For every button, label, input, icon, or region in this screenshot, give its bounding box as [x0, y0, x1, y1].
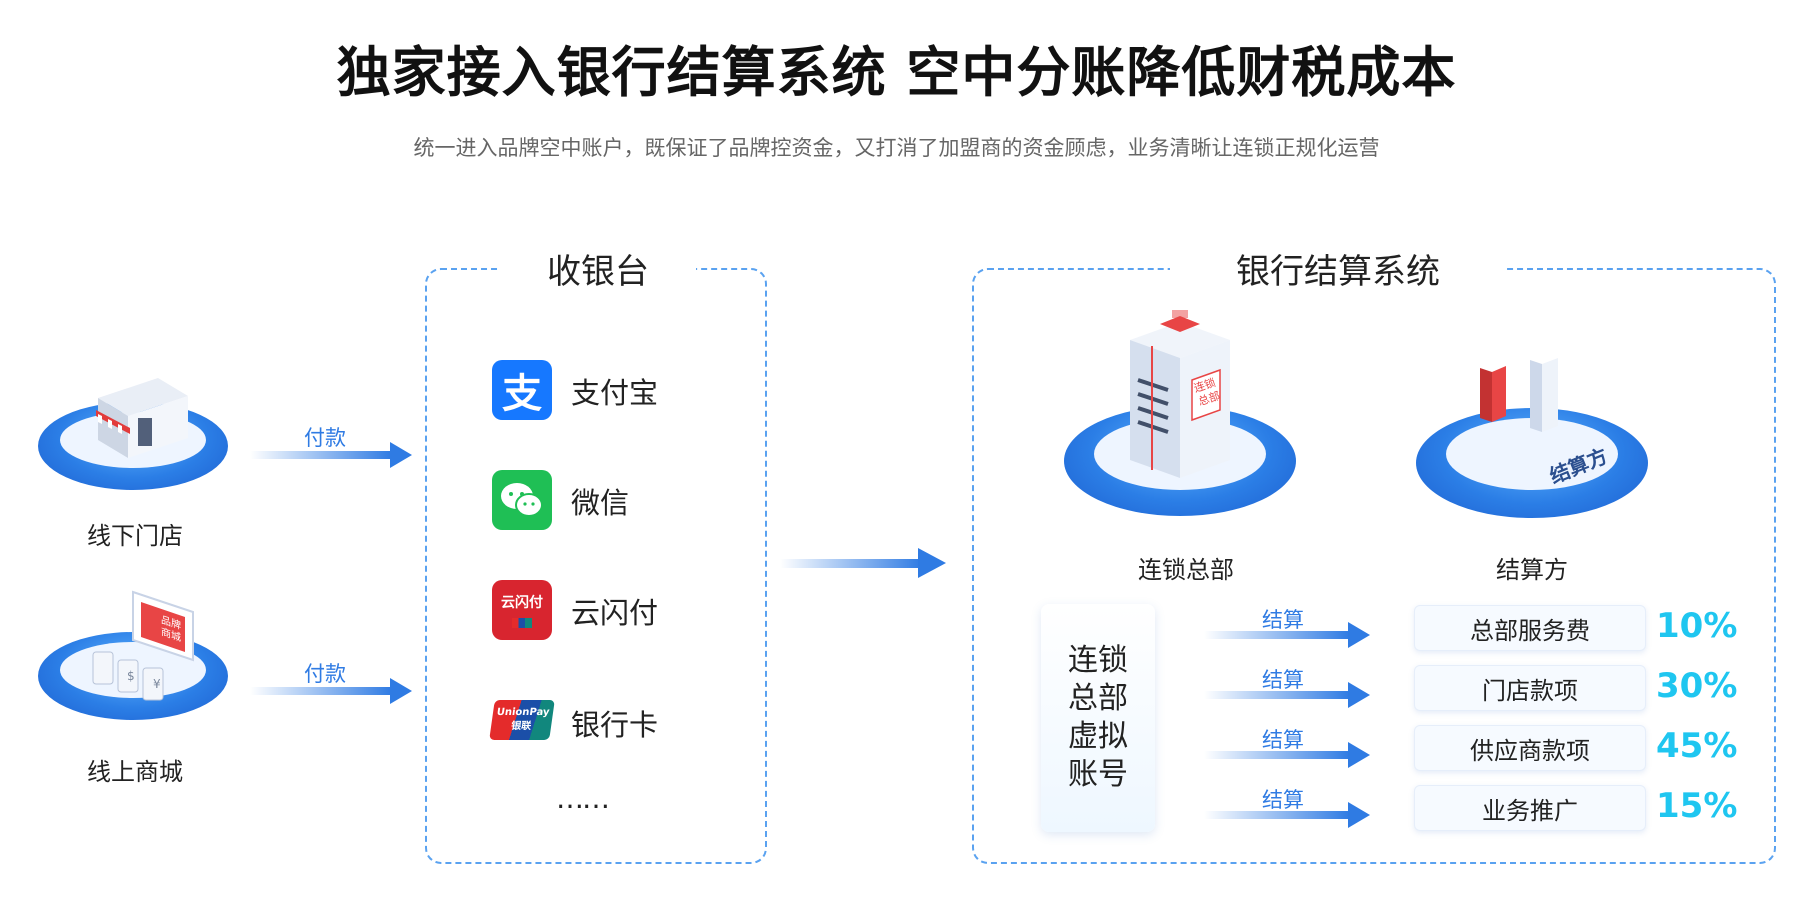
page-title: 独家接入银行结算系统 空中分账降低财税成本	[336, 41, 1457, 104]
allocation-percent-4: 15%	[1656, 786, 1738, 826]
arrow-settle-3	[1204, 742, 1370, 768]
source-online-mall: ¥ $ 品牌 商城	[38, 590, 238, 730]
arrow-pay-1	[250, 442, 412, 468]
payment-method-alipay: 支付宝	[571, 376, 659, 410]
svg-text:$: $	[127, 669, 135, 683]
alipay-icon: 支	[492, 360, 552, 420]
payment-method-wechat: 微信	[571, 486, 630, 520]
arrow-pay-2	[250, 678, 412, 704]
allocation-hq-service-fee: 总部服务费	[1414, 605, 1646, 651]
storefront-icon	[96, 378, 188, 458]
allocation-store-payment: 门店款项	[1414, 665, 1646, 711]
arrow-settle-4	[1204, 802, 1370, 828]
bank-system-title: 银行结算系统	[1170, 244, 1506, 293]
allocation-percent-3: 45%	[1656, 726, 1738, 766]
unionpay-stripe	[512, 618, 532, 628]
unionpay-card-icon: UnionPay 银联	[489, 700, 555, 740]
online-mall-icon: ¥ $	[92, 590, 194, 701]
source-label-online: 线上商城	[87, 758, 183, 786]
settler-illustration: 结算方	[1412, 358, 1652, 522]
settler-chart-icon	[1480, 358, 1558, 432]
allocation-percent-1: 10%	[1656, 606, 1738, 646]
unionpay-quickpass-icon: 云闪付	[492, 580, 552, 640]
settler-label: 结算方	[1496, 556, 1568, 584]
arrow-settle-2	[1204, 682, 1370, 708]
arrow-to-bank	[780, 548, 946, 578]
hq-building-icon	[1130, 310, 1230, 478]
allocation-supplier-payment: 供应商款项	[1414, 725, 1646, 771]
arrow-settle-1	[1204, 622, 1370, 648]
wechat-icon	[492, 470, 552, 530]
settle-label-4: 结算	[1262, 788, 1304, 812]
svg-text:¥: ¥	[153, 677, 161, 691]
cashier-title: 收银台	[500, 244, 696, 293]
hq-label: 连锁总部	[1138, 556, 1234, 584]
settle-label-3: 结算	[1262, 728, 1304, 752]
allocation-business-promotion: 业务推广	[1414, 785, 1646, 831]
virtual-account-box: 连锁 总部 虚拟 账号	[1041, 604, 1155, 832]
source-offline-store	[38, 372, 238, 492]
unionpay-card-text: UnionPay 银联	[495, 707, 551, 732]
flow-label-pay-1: 付款	[304, 426, 346, 450]
allocation-percent-2: 30%	[1656, 666, 1738, 706]
settle-label-1: 结算	[1262, 608, 1304, 632]
source-label-offline: 线下门店	[87, 522, 183, 550]
more-methods-ellipsis: ……	[556, 782, 610, 815]
cashier-box	[425, 268, 767, 864]
virtual-account-text: 连锁 总部 虚拟 账号	[1068, 643, 1128, 792]
settle-label-2: 结算	[1262, 668, 1304, 692]
payment-method-quickpass: 云闪付	[571, 596, 659, 630]
page-subtitle: 统一进入品牌空中账户，既保证了品牌控资金，又打消了加盟商的资金顾虑，业务清晰让连…	[413, 136, 1380, 160]
flow-label-pay-2: 付款	[304, 662, 346, 686]
platform-top	[1446, 418, 1618, 490]
payment-method-bankcard: 银行卡	[571, 708, 659, 742]
hq-building-illustration: 连锁 总部	[1060, 310, 1300, 520]
